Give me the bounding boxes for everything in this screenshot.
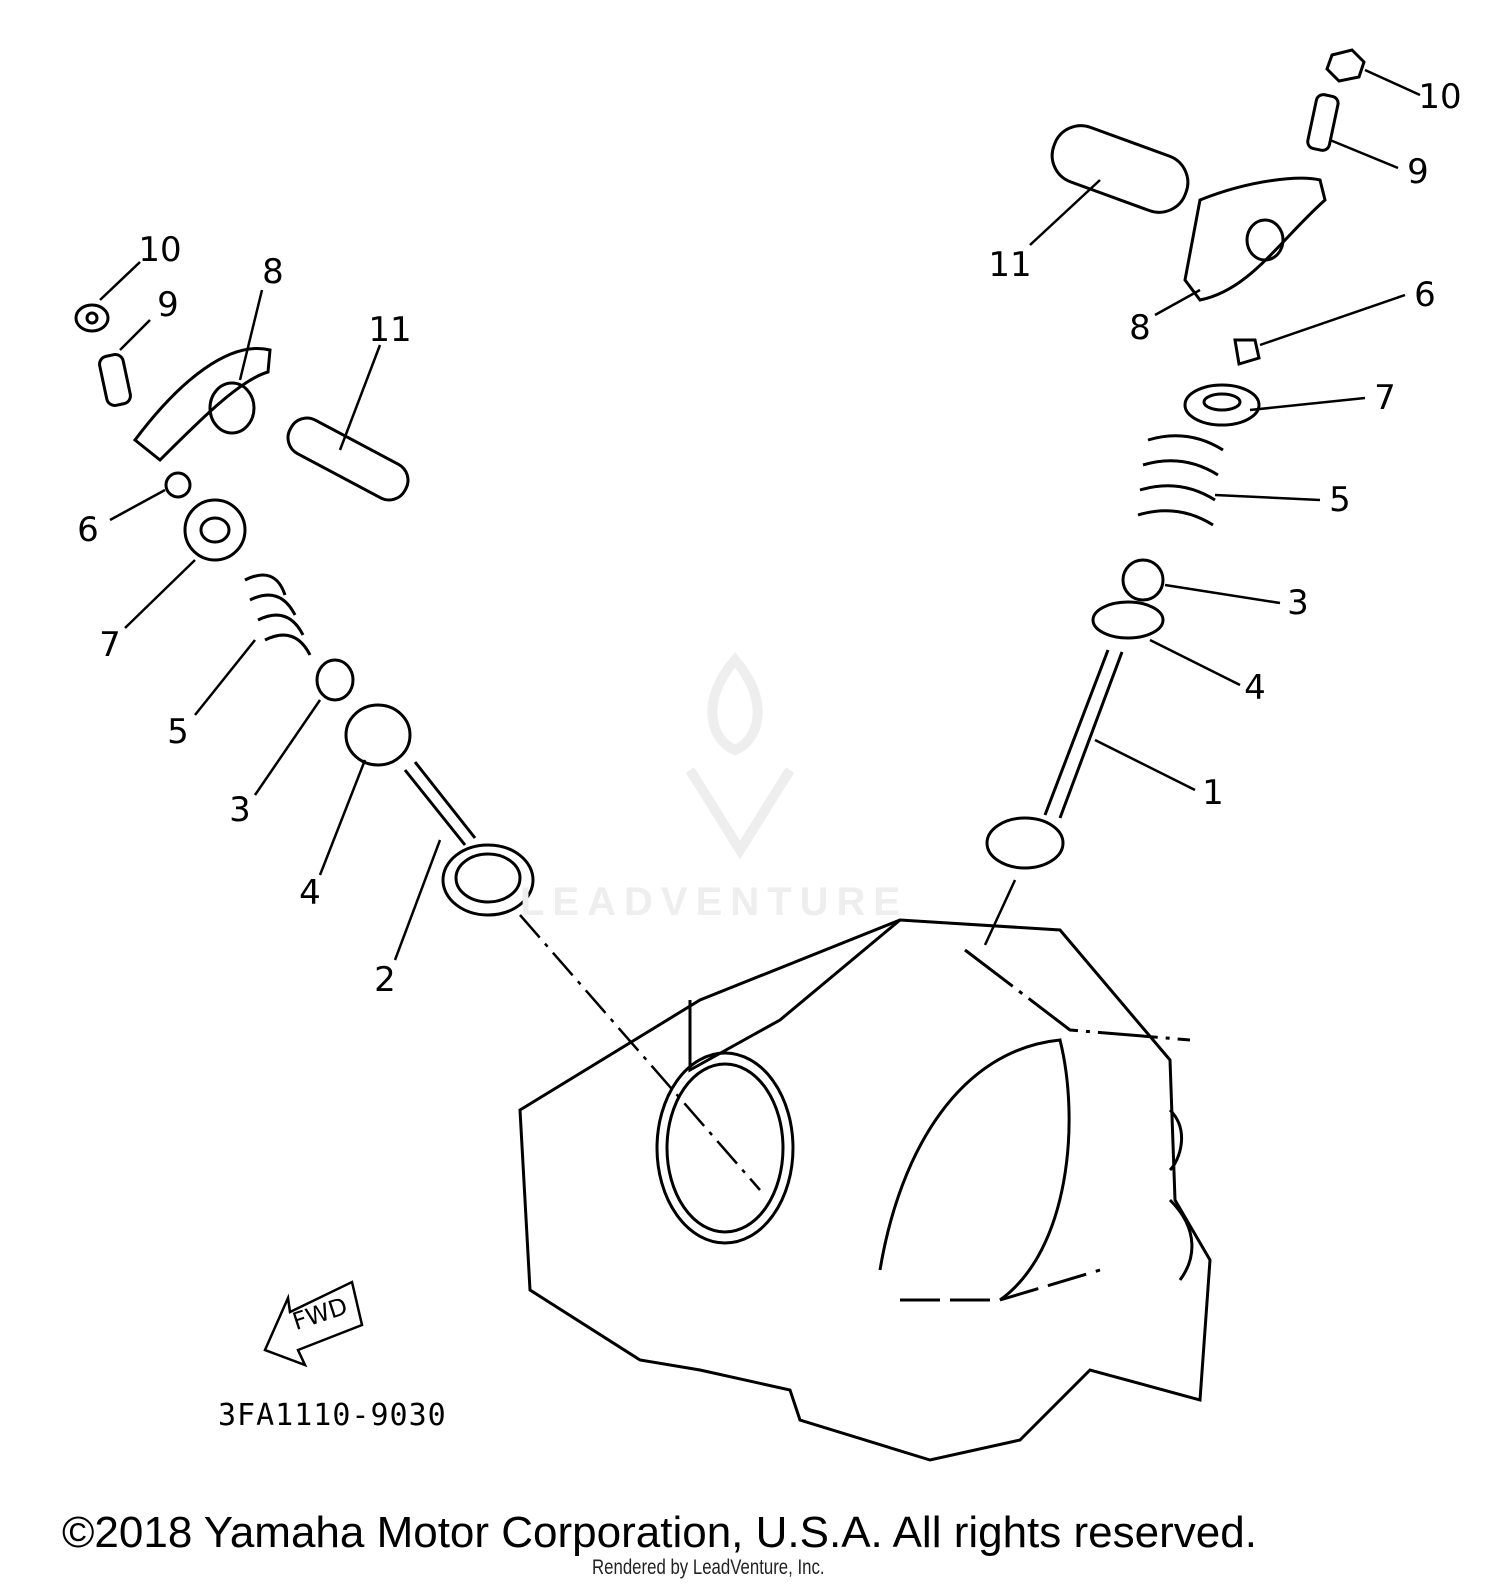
callout-number: 4 — [1244, 668, 1266, 708]
callout-number: 11 — [988, 245, 1032, 285]
callout-number: 4 — [299, 873, 321, 913]
callout-number: 10 — [138, 230, 182, 270]
callout-number: 5 — [167, 712, 189, 752]
callout-number: 7 — [99, 625, 121, 665]
watermark-text: LEADVENTURE — [520, 880, 909, 924]
watermark-logo — [685, 652, 795, 860]
copyright-text: ©2018 Yamaha Motor Corporation, U.S.A. A… — [62, 1508, 1257, 1557]
callout-number: 2 — [374, 960, 396, 1000]
fwd-arrow — [263, 1280, 364, 1368]
cylinder-head — [518, 918, 1212, 1462]
leader-lines-left — [99, 261, 761, 1191]
callout-number: 11 — [368, 310, 412, 350]
callout-number: 5 — [1329, 480, 1351, 520]
callout-number: 6 — [1414, 275, 1436, 315]
callout-number: 10 — [1418, 77, 1462, 117]
callout-number: 1 — [1202, 773, 1224, 813]
callout-number: 9 — [157, 285, 179, 325]
callout-number: 8 — [262, 252, 284, 292]
right-valve-assembly — [985, 48, 1366, 870]
part-number: 3FA1110-9030 — [218, 1398, 447, 1433]
callout-number: 3 — [1287, 583, 1309, 623]
callout-number: 9 — [1407, 152, 1429, 192]
callout-number: 3 — [229, 790, 251, 830]
callout-number: 6 — [77, 510, 99, 550]
callout-number: 7 — [1374, 378, 1396, 418]
leader-lines-right — [983, 68, 1421, 946]
left-valve-assembly — [74, 303, 535, 917]
rendered-by-text: Rendered by LeadVenture, Inc. — [592, 1556, 825, 1579]
callout-number: 8 — [1129, 308, 1151, 348]
